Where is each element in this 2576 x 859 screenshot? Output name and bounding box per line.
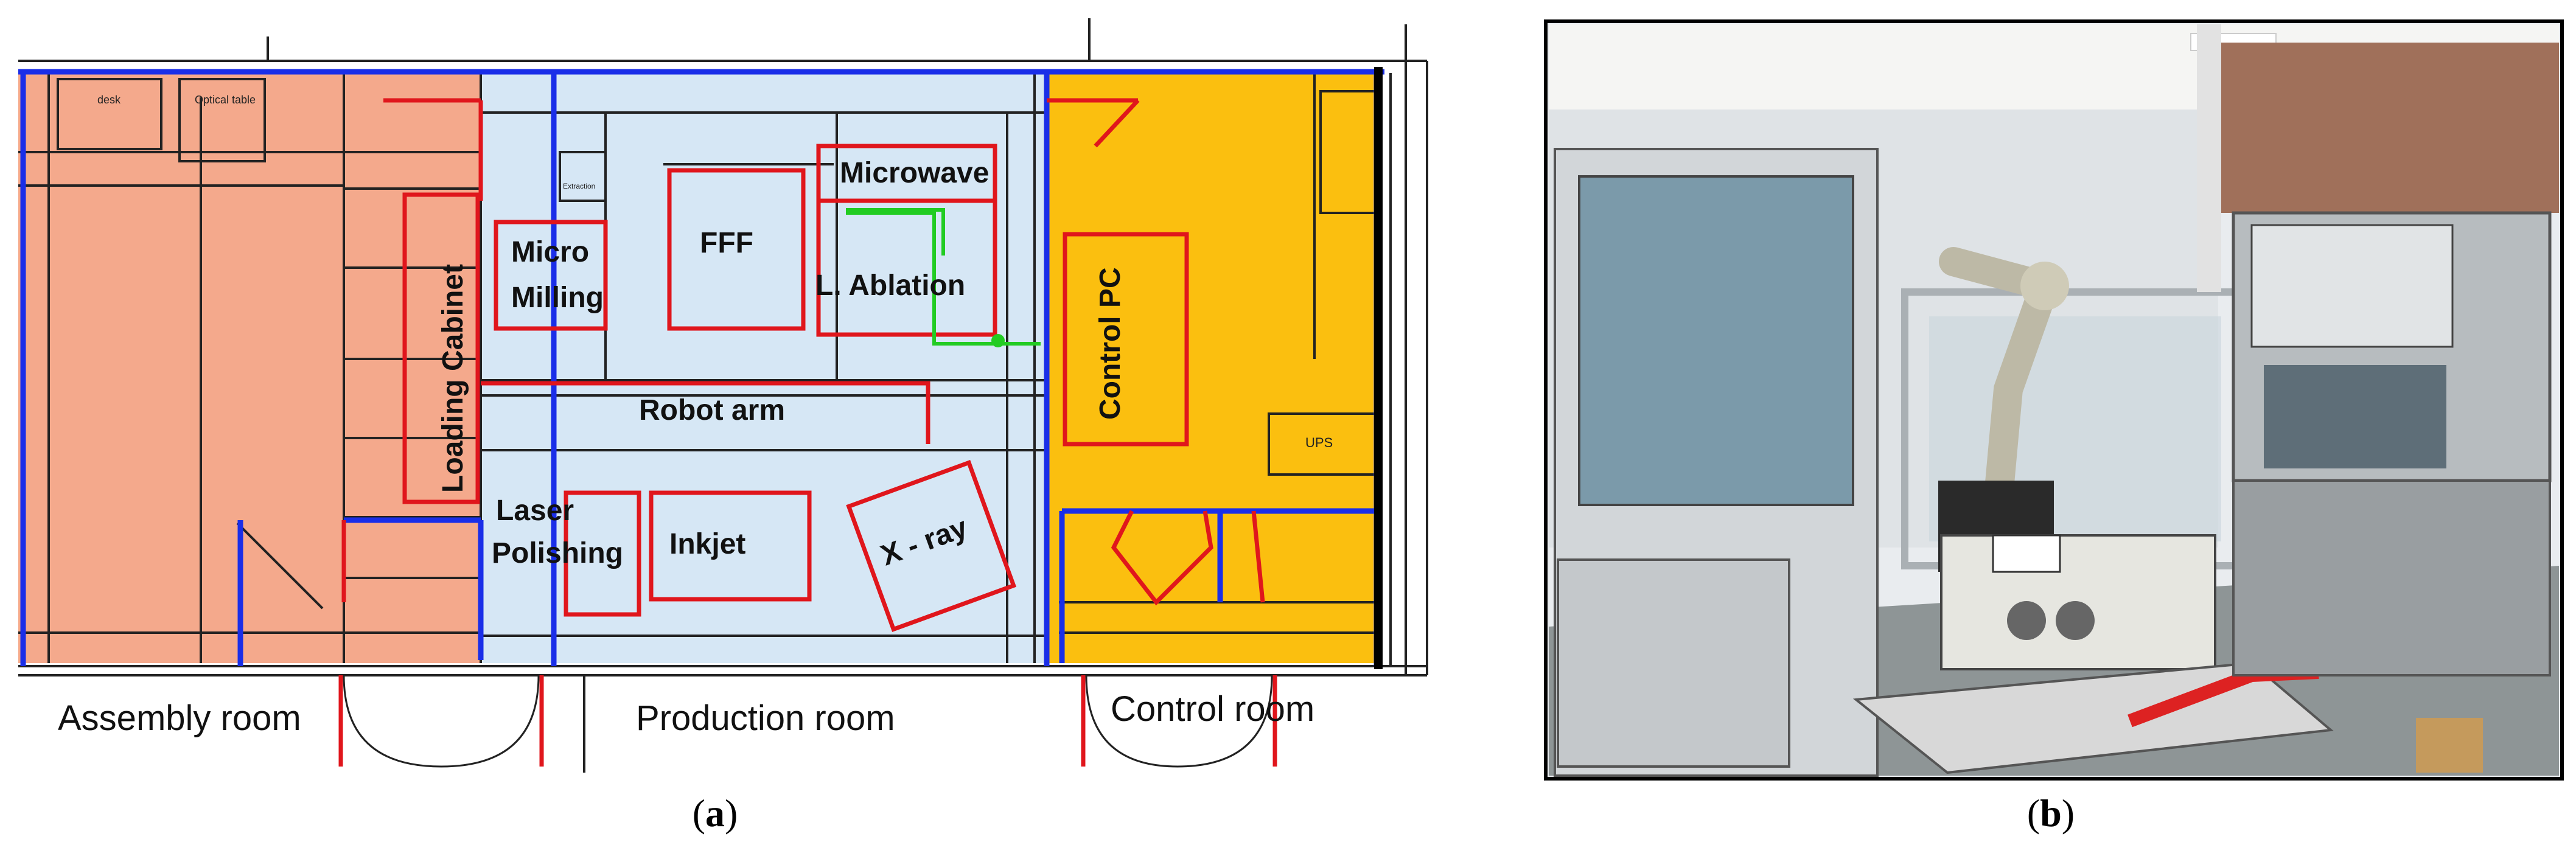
micro-milling-label-1: Micro	[511, 236, 589, 268]
robot-arm-label: Robot arm	[639, 394, 785, 426]
microwave-label: Microwave	[840, 157, 989, 189]
inkjet-label: Inkjet	[669, 528, 745, 560]
laser-ablation-label: L. Ablation	[815, 270, 965, 302]
micro-milling-label-2: Milling	[511, 282, 604, 314]
assembly-room-label: Assembly room	[58, 698, 301, 738]
photo-robot-arm	[1939, 247, 2064, 538]
laser-polishing-label-1: Laser	[496, 495, 574, 527]
production-room-label: Production room	[636, 698, 895, 738]
fff-label: FFF	[700, 227, 753, 259]
panel-b-label: (b)	[2026, 791, 2075, 835]
small-labels: desk Optical table Extraction UPS	[97, 94, 1333, 450]
room-labels: Assembly room Production room Control ro…	[58, 689, 1314, 738]
desk-label: desk	[97, 94, 121, 106]
control-pc-label: Control PC	[1094, 267, 1126, 420]
lab-photo	[1544, 19, 2564, 781]
panel-a-label: (a)	[692, 791, 738, 835]
assembly-room-area	[18, 70, 481, 663]
station-outlines	[338, 98, 1277, 767]
green-path	[846, 208, 1041, 347]
floor-plan: Micro Milling FFF Microwave L. Ablation …	[18, 18, 1428, 773]
ups-label: UPS	[1305, 435, 1333, 450]
extraction-label: Extraction	[563, 182, 595, 190]
laser-polishing-label-2: Polishing	[492, 537, 623, 569]
photo-brick-wall	[2215, 43, 2559, 213]
door-swings	[343, 675, 1273, 768]
control-room-label: Control room	[1111, 689, 1314, 729]
loading-cabinet-label: Loading Cabinet	[437, 264, 469, 493]
optical-table-label: Optical table	[195, 94, 256, 106]
